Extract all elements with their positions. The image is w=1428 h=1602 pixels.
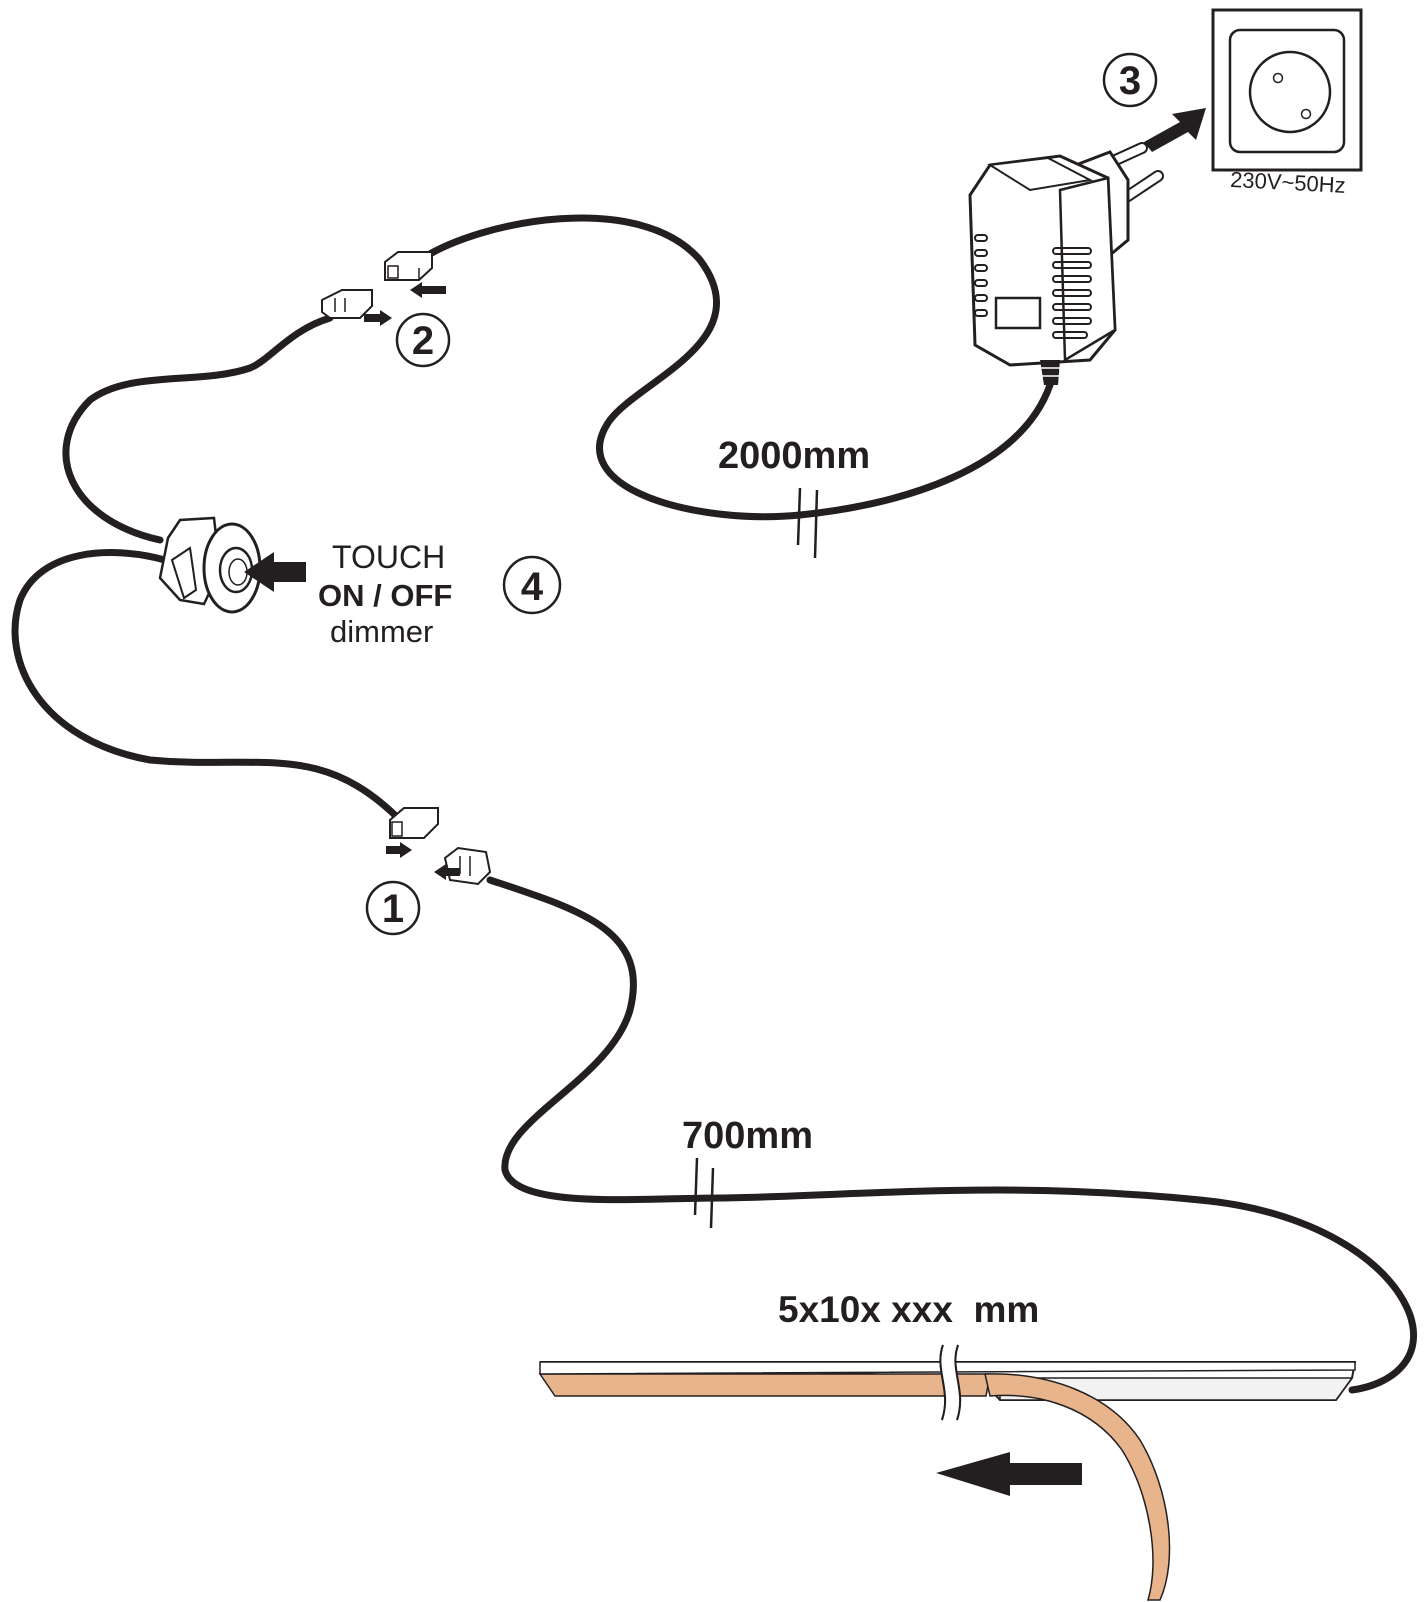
svg-text:3: 3 [1119, 59, 1141, 103]
strip-dimension-label: 5x10x xxx mm [778, 1289, 1039, 1330]
cable-break-mark-lower [693, 1157, 715, 1229]
svg-text:2: 2 [412, 319, 434, 363]
led-strip [538, 1344, 1357, 1601]
step-badge-4: 4 [502, 555, 562, 615]
svg-text:4: 4 [521, 565, 544, 609]
step-badge-3: 3 [1102, 52, 1158, 108]
cable-switch-upper [62, 314, 334, 544]
step-badge-2: 2 [395, 312, 451, 368]
power-adapter [968, 142, 1164, 385]
voltage-label: 230V~50Hz [1230, 167, 1347, 198]
arrow-icon [936, 1452, 1082, 1496]
wall-socket [1211, 8, 1363, 172]
arrow-icon [364, 310, 392, 326]
arrow-icon [1144, 108, 1206, 152]
tape-backing [538, 1373, 991, 1397]
switch-label-dimmer: dimmer [330, 614, 433, 649]
switch-label-onoff: ON / OFF [318, 578, 452, 613]
cable-to-adapter [416, 214, 1054, 521]
cable-to-strip [486, 876, 1418, 1394]
connector-2-male [321, 289, 373, 319]
cable-break-mark-upper [796, 487, 819, 559]
cable-switch-lower [11, 549, 404, 824]
cable-length-lower: 700mm [682, 1115, 813, 1157]
connector-1-female [389, 807, 439, 839]
connector-1-male [443, 846, 492, 886]
cable-length-upper: 2000mm [718, 435, 870, 477]
arrow-icon [434, 864, 460, 880]
arrow-icon [410, 282, 446, 298]
arrow-icon [386, 842, 412, 858]
svg-text:1: 1 [382, 887, 404, 931]
connector-2-female [384, 251, 433, 281]
peeled-tape [984, 1373, 1171, 1601]
touch-switch [158, 516, 262, 614]
switch-label-touch: TOUCH [332, 539, 445, 575]
step-badge-1: 1 [365, 880, 421, 936]
arrow-icon [244, 552, 306, 592]
